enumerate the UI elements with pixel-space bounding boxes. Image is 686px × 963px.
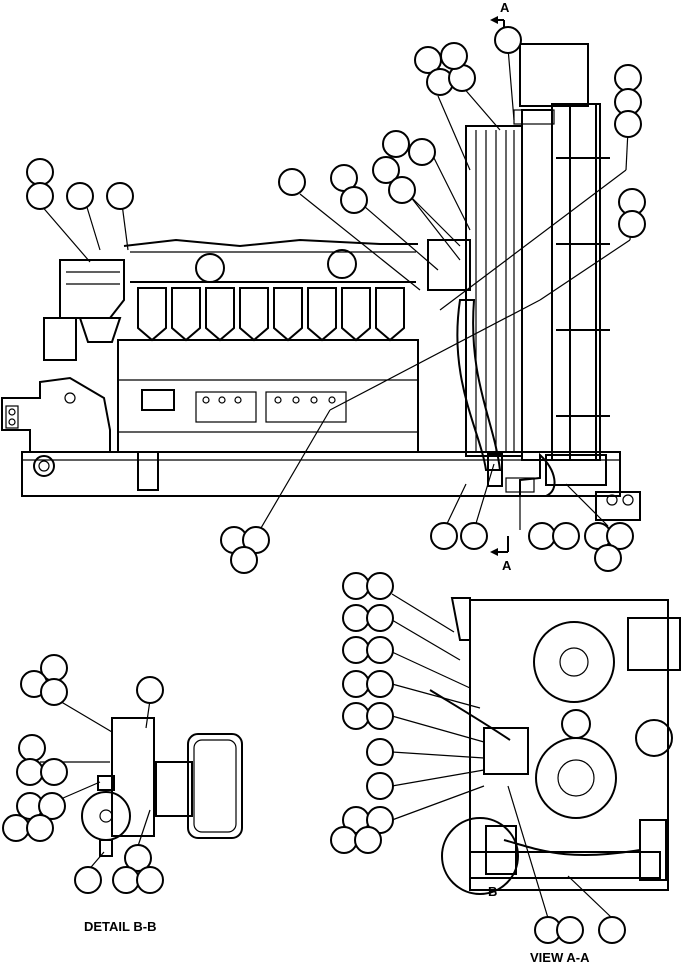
section-marker-bottom: A xyxy=(490,536,512,573)
frame-bracket xyxy=(137,451,159,491)
front-view-frame xyxy=(469,599,669,891)
front-filter xyxy=(627,617,681,671)
radiator-feet xyxy=(595,491,641,521)
turbocharger-right xyxy=(327,249,357,279)
turbocharger-left xyxy=(195,253,225,283)
detail-callout-circle xyxy=(441,817,519,895)
section-label-top: A xyxy=(500,0,510,15)
detail-marker: B xyxy=(488,884,497,899)
cylinder-heads xyxy=(137,287,405,342)
frame-hole xyxy=(33,455,55,477)
section-label-bottom: A xyxy=(502,558,512,573)
alternator xyxy=(635,719,673,757)
view-title: VIEW A-A xyxy=(530,950,590,963)
leader-lines-main xyxy=(39,47,633,541)
detail-filter-housing xyxy=(187,733,243,839)
front-bracket xyxy=(483,727,529,775)
coolant-hose-lower xyxy=(456,299,502,471)
radiator-outlet-hose xyxy=(519,452,556,497)
fan-pulley xyxy=(533,621,615,703)
starter-motor xyxy=(141,389,175,411)
guard-straps xyxy=(556,157,610,417)
air-cleaner-cone xyxy=(78,317,122,343)
view-a-a: B VIEW A-A xyxy=(330,572,681,963)
thermostat-housing xyxy=(427,239,471,291)
drain-valve xyxy=(487,453,503,487)
engine-mount-left xyxy=(1,376,111,453)
intake-pipe xyxy=(123,238,418,248)
air-cleaner xyxy=(59,259,125,319)
radiator-base xyxy=(545,454,607,486)
crank-pulley xyxy=(535,737,617,819)
callout-bubbles-main xyxy=(26,26,646,574)
base-frame-rail xyxy=(21,451,621,497)
expansion-tank xyxy=(519,43,589,107)
detail-fuel-filter xyxy=(81,791,131,841)
radiator xyxy=(465,43,641,521)
flywheel-housing xyxy=(43,317,77,361)
front-pipe xyxy=(429,689,511,741)
detail-b-b: DETAIL B-B xyxy=(2,654,243,934)
radiator-tank xyxy=(521,109,553,461)
block-bolts xyxy=(195,391,347,423)
detail-title: DETAIL B-B xyxy=(84,919,156,934)
water-pump-pulley xyxy=(561,709,591,739)
crankcase xyxy=(117,339,419,453)
engine-side-view xyxy=(1,238,621,497)
upper-hose xyxy=(450,597,471,641)
